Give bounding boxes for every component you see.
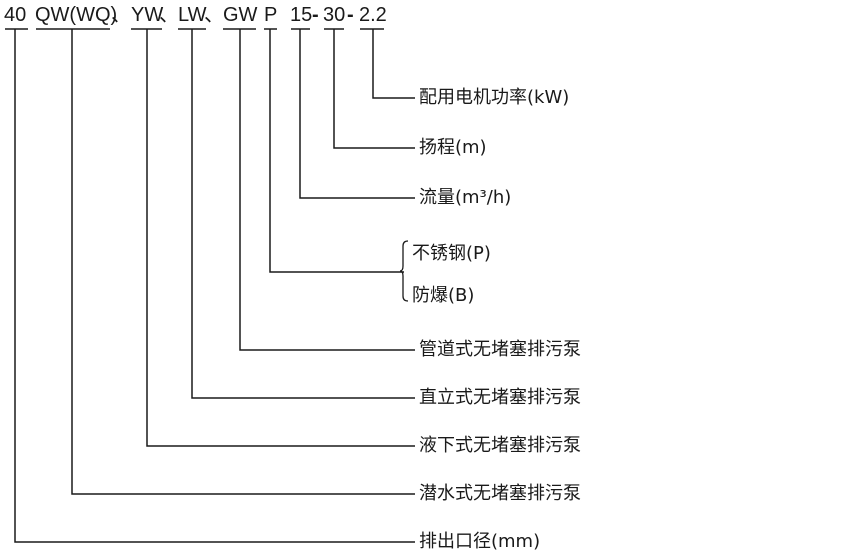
code-yw: YW [131, 4, 164, 26]
code-separator: 、 [111, 4, 131, 26]
label-explosion-proof: 防爆(B) [412, 285, 475, 306]
code-flow: 15 [290, 4, 313, 26]
code-p: P [264, 4, 278, 26]
leader-p [269, 29, 404, 273]
label-lw: 直立式无堵塞排污泵 [419, 387, 581, 408]
leader-power [372, 29, 415, 99]
code-dash: - [312, 4, 319, 26]
code-separator: 、 [159, 4, 179, 26]
label-power: 配用电机功率(kW) [419, 87, 570, 108]
leader-head [333, 29, 415, 149]
leader-flow [299, 29, 415, 199]
label-size: 排出口径(mm) [419, 531, 541, 552]
code-separator: 、 [204, 4, 224, 26]
code-lw: LW [178, 4, 207, 26]
code-head: 30 [323, 4, 346, 26]
code-size: 40 [4, 4, 27, 26]
label-head: 扬程(m) [419, 137, 487, 158]
leader-size [14, 29, 415, 543]
leader-lw [191, 29, 415, 399]
leader-yw [146, 29, 415, 447]
code-gw: GW [223, 4, 258, 26]
leader-qw [71, 29, 415, 495]
label-yw: 液下式无堵塞排污泵 [419, 435, 581, 456]
option-brace [400, 240, 408, 302]
label-gw: 管道式无堵塞排污泵 [419, 339, 581, 360]
code-dash: - [347, 4, 354, 26]
label-stainless: 不锈钢(P) [412, 243, 491, 264]
code-power: 2.2 [359, 4, 387, 26]
label-qw: 潜水式无堵塞排污泵 [419, 483, 581, 504]
leader-gw [239, 29, 415, 351]
label-flow: 流量(m³/h) [419, 187, 512, 208]
code-qw: QW(WQ) [35, 4, 118, 26]
